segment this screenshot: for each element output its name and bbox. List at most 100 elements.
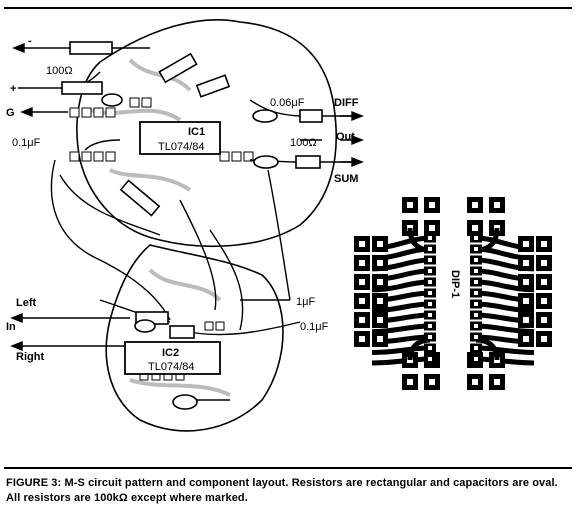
dip-pcb-pattern (354, 197, 552, 390)
pcb-pad-hole (429, 225, 435, 231)
pcb-outer-pad-hole (541, 241, 547, 247)
label-ic1-name: IC1 (188, 126, 205, 138)
label-diff: DIFF (334, 97, 359, 109)
label-r-100-right: 100Ω (290, 137, 317, 149)
pcb-outer-pad-hole (359, 241, 365, 247)
pads-lower (139, 321, 225, 381)
pcb-outer-pad-hole (377, 336, 383, 342)
pcb-pad-hole (494, 379, 500, 385)
resistor-100-left (61, 81, 103, 95)
label-ic1-part: TL074/84 (158, 141, 204, 153)
pcb-ic-pad-hole (428, 269, 432, 273)
pcb-pad-hole (472, 225, 478, 231)
pcb-outer-pad-hole (377, 317, 383, 323)
label-plus: + (10, 83, 16, 95)
label-cap-01-lower: 0.1μF (300, 321, 329, 333)
pcb-outer-pad-hole (377, 298, 383, 304)
label-ic2-part: TL074/84 (148, 361, 194, 373)
label-cap-1uf: 1μF (296, 296, 315, 308)
pcb-outer-pad-hole (523, 298, 529, 304)
pcb-ic-pad-hole (428, 280, 432, 284)
label-sum: SUM (334, 173, 358, 185)
pcb-outer-pad-hole (523, 336, 529, 342)
label-ground: G (6, 107, 15, 119)
resistor-diag (119, 179, 161, 217)
pad-row-upper (69, 97, 254, 162)
pcb-ic-pad-hole (474, 313, 478, 317)
arrows (10, 42, 364, 352)
pcb-ic-pad-hole (428, 357, 432, 361)
pcb-ic-pad-hole (428, 291, 432, 295)
pcb-outer-pad-hole (359, 298, 365, 304)
pcb-outer-pad-hole (541, 260, 547, 266)
pcb-ic-pad-hole (428, 258, 432, 262)
pcb-ic-pad-hole (474, 258, 478, 262)
pcb-ic-pad-hole (428, 313, 432, 317)
caption-text: Resistors are rectangular and capacitors… (6, 477, 558, 504)
pcb-trace (371, 356, 431, 366)
resistor-100-right (299, 109, 323, 123)
pcb-ic-pad-hole (474, 324, 478, 328)
resistor-mid (195, 74, 231, 98)
label-right: Right (16, 351, 44, 363)
pcb-ic-pad-hole (474, 269, 478, 273)
pcb-outer-pad-hole (541, 317, 547, 323)
resistor-lower-2 (169, 325, 195, 339)
pcb-ic-pad-hole (474, 357, 478, 361)
pcb-pad-hole (472, 202, 478, 208)
capacitor-sum (253, 155, 279, 169)
pcb-pad-hole (494, 202, 500, 208)
pcb-pad-hole (407, 379, 413, 385)
pcb-trace (371, 345, 431, 355)
pcb-outer-pad-hole (359, 260, 365, 266)
capacitor-006 (252, 109, 278, 123)
pcb-outer-pad-hole (523, 317, 529, 323)
capacitor-01-left (101, 93, 123, 107)
pcb-trace (475, 345, 535, 355)
pcb-outer-pad-hole (523, 279, 529, 285)
label-cap-006: 0.06μF (270, 97, 305, 109)
figure-caption: FIGURE 3: M-S circuit pattern and compon… (6, 476, 572, 506)
label-left: Left (16, 297, 37, 309)
pcb-outer-pad-hole (523, 260, 529, 266)
board-outline (76, 19, 338, 432)
pcb-outer-pad-hole (359, 279, 365, 285)
pcb-outer-pad-hole (359, 317, 365, 323)
label-in: In (6, 321, 16, 333)
pcb-ic-pad-hole (474, 247, 478, 251)
pcb-ic-pad-hole (474, 302, 478, 306)
pcb-outer-pad-hole (523, 241, 529, 247)
pcb-ic-pad-hole (428, 247, 432, 251)
pcb-ic-pad-hole (428, 346, 432, 350)
pcb-outer-pad-hole (377, 279, 383, 285)
pcb-ic-pad-hole (474, 335, 478, 339)
resistor-top (69, 41, 113, 55)
pcb-pad-hole (429, 379, 435, 385)
pcb-outer-pad-hole (541, 298, 547, 304)
resistor-upper (158, 52, 198, 84)
pcb-pad-hole (472, 379, 478, 385)
pcb-pad-hole (407, 202, 413, 208)
capacitors (101, 93, 279, 410)
resistor-sum (295, 155, 321, 169)
caption-title: FIGURE 3: M-S circuit pattern and compon… (6, 477, 289, 489)
pcb-pad-hole (429, 202, 435, 208)
pcb-outer-pad-hole (377, 260, 383, 266)
label-r-100-left: 100Ω (46, 65, 73, 77)
label-dip: DIP-1 (449, 270, 461, 298)
pcb-ic-pad-hole (428, 302, 432, 306)
ic1-box (139, 121, 221, 155)
ic2-box (124, 341, 221, 375)
pcb-ic-pad-hole (474, 346, 478, 350)
pcb-ic-pad-hole (428, 335, 432, 339)
pcb-ic-pad-hole (474, 236, 478, 240)
pcb-ic-pad-hole (474, 291, 478, 295)
pcb-ic-pad-hole (428, 236, 432, 240)
label-minus: - (28, 35, 32, 47)
pcb-outer-pad-hole (377, 241, 383, 247)
capacitor-lower-2 (172, 394, 198, 410)
label-ic2-name: IC2 (162, 347, 179, 359)
pcb-ic-pad-hole (474, 280, 478, 284)
